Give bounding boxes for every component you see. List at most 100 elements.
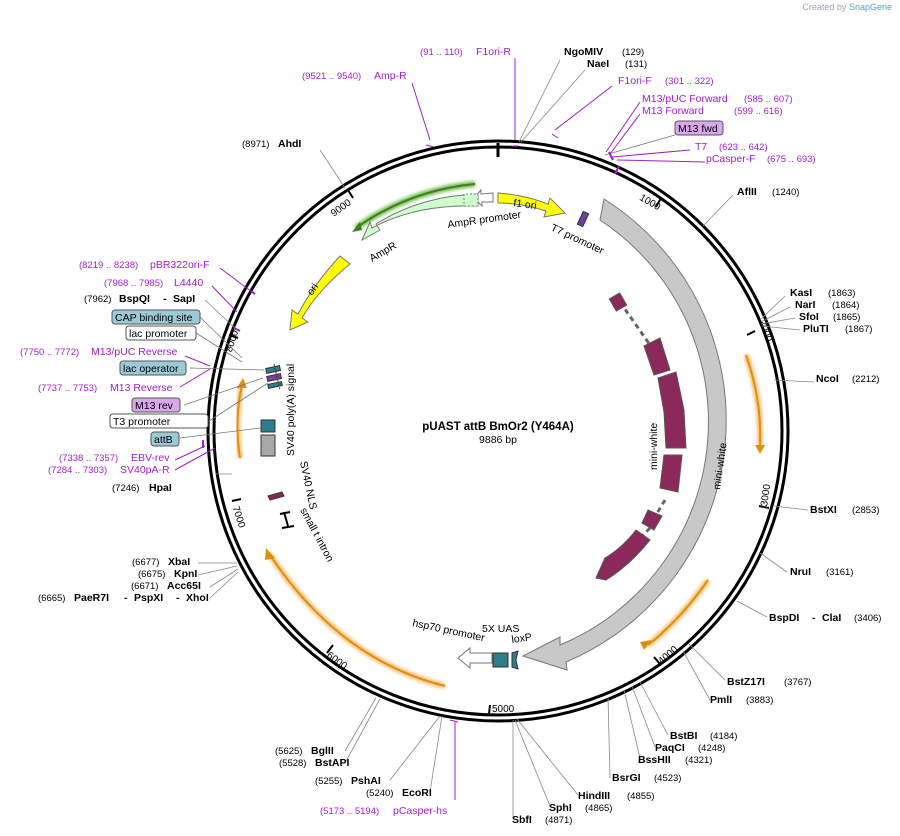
primer-line-m13rev (179, 355, 211, 388)
enz-bstxi-pos: (2853) (852, 505, 879, 516)
ampr-arrow (360, 193, 479, 242)
leader-ncoi (773, 379, 815, 383)
primer-l4440: L4440 (174, 277, 203, 289)
enz-ahdi: AhdI (278, 138, 301, 150)
enz-bsshii: BssHII (638, 754, 671, 766)
primer-f1ori-r-pos: (91 .. 110) (420, 47, 463, 58)
primer-pbr322-pos: (8219 .. 8238) (79, 260, 138, 271)
leader-aflii (702, 194, 734, 227)
t7-promoter-block (576, 210, 590, 228)
ampr-orf-head (352, 222, 362, 232)
mark-pcasper (614, 165, 620, 175)
enz-sbfi: SbfI (512, 814, 532, 826)
enz-ncoi-pos: (2212) (852, 374, 879, 385)
mini-white-intron-2 (654, 499, 667, 516)
enz-sapi: SapI (173, 293, 195, 305)
box-lac-operator (119, 360, 187, 376)
enz-pshai: PshAI (351, 775, 381, 787)
tick-3000 (758, 505, 770, 509)
enz-aflii: AflII (737, 186, 757, 198)
tick-5000 (488, 704, 491, 715)
leader-bsrgi (607, 696, 611, 779)
primer-pcasper-f: pCasper-F (706, 153, 756, 165)
enz-nari-pos: (1864) (832, 300, 859, 311)
exon-1 (608, 292, 628, 312)
snapgene-credit: Created by SnapGene (802, 2, 892, 12)
primer-amp-r-pos: (9521 .. 9540) (302, 71, 361, 82)
enz-bspqi-pos: (7962) (84, 294, 111, 305)
enz-paer7i: PaeR7I (74, 592, 109, 604)
primer-m13-rev-pos: (7737 .. 7753) (38, 383, 97, 394)
primer-line-f1ori-f (551, 85, 613, 139)
tick-6000 (326, 644, 334, 654)
polya-block-3 (267, 380, 283, 390)
orf-head-4 (237, 378, 247, 388)
box-m13-fwd-label: M13 fwd (678, 123, 718, 135)
plasmid-name: pUAST attB BmOr2 (Y464A) (422, 421, 574, 433)
enz-ecori: EcoRI (402, 787, 432, 799)
sv40-polya-cluster (265, 363, 283, 391)
sv40-nls-label: SV40 NLS (297, 460, 319, 510)
enz-hindiii: HindIII (578, 790, 610, 802)
enz-paer7i-pos: (6665) (38, 593, 65, 604)
f1-ori-label: f1 ori (513, 197, 538, 212)
enz-paqci-pos: (4248) (698, 743, 725, 754)
enz-hpai-pos: (7246) (112, 483, 139, 494)
orf-line-1 (745, 354, 762, 446)
leader-lines (197, 59, 815, 818)
mark-pbr322 (250, 290, 256, 295)
enz-bsrgi: BsrGI (612, 772, 641, 784)
enz-acc65i-pos: (6671) (131, 581, 158, 592)
primer-line-ebv (174, 445, 216, 471)
enz-bspqi: BspQI (119, 293, 150, 305)
enz-dash-sapi: - (163, 293, 167, 305)
enz-bstz17i-pos: (3767) (784, 677, 811, 688)
primer-ebv-rev: EBV-rev (131, 452, 170, 464)
box-t3 (109, 413, 209, 429)
primer-pcasper-f-pos: (675 .. 693) (767, 154, 816, 165)
enz-kasi: KasI (790, 287, 812, 299)
sv40-polya-label: SV40 poly(A) signal (285, 364, 297, 456)
leader-bstz17i (682, 643, 726, 701)
enz-bglii-pos: (5625) (275, 746, 302, 757)
enz-ngomiv: NgoMIV (564, 46, 603, 58)
box-cap-label: CAP binding site (115, 312, 193, 324)
enz-ahdi-pos: (8971) (242, 139, 269, 150)
mini-white-intron-3 (636, 526, 652, 542)
tick-7000 (231, 498, 242, 502)
box-t3-label: T3 promoter (113, 416, 171, 428)
orf-line-2 (647, 579, 709, 646)
scale-ticks (228, 189, 770, 715)
ori-arrow (289, 255, 351, 331)
primer-site-marks (202, 151, 620, 448)
credit-brand: SnapGene (848, 2, 892, 12)
primer-line-f1ori-r (511, 58, 519, 147)
primer-pbr322: pBR322ori-F (150, 259, 210, 271)
enz-hindiii-pos: (4855) (627, 791, 654, 802)
enz-xhoi: XhoI (186, 592, 209, 604)
enz-dash-xhoi: - (176, 592, 180, 604)
hsp70-label: hsp70 promoter (411, 617, 486, 644)
leader-nrui (759, 552, 788, 573)
loxp-label: loxP (511, 631, 533, 646)
orf-line-4 (236, 384, 243, 459)
credit-prefix: Created by (802, 2, 847, 12)
loxp-block (511, 650, 519, 670)
enz-bspdi: BspDI (769, 612, 799, 624)
enz-clai: ClaI (822, 612, 841, 624)
enz-hpai: HpaI (149, 482, 172, 494)
enz-pluti-pos: (1867) (845, 324, 872, 335)
box-attb (150, 431, 180, 447)
enz-sbfi-pos: (4871) (545, 815, 572, 826)
enz-bsrgi-pos: (4523) (654, 773, 681, 784)
enz-dash-pspxi: - (124, 592, 128, 604)
box-lac-promoter (125, 325, 197, 341)
enz-naei-pos: (131) (625, 59, 647, 70)
primer-m13-fwd: M13 Forward (642, 105, 704, 117)
enz-bstxi: BstXI (810, 504, 837, 516)
mini-white-outer-arrow (521, 198, 727, 671)
primer-t7-pos: (623 .. 642) (719, 142, 768, 153)
primer-m13puc-rev-pos: (7750 .. 7772) (20, 347, 79, 358)
hsp70-promoter-arrow (457, 646, 493, 670)
f1-ori-arrow (497, 192, 567, 218)
